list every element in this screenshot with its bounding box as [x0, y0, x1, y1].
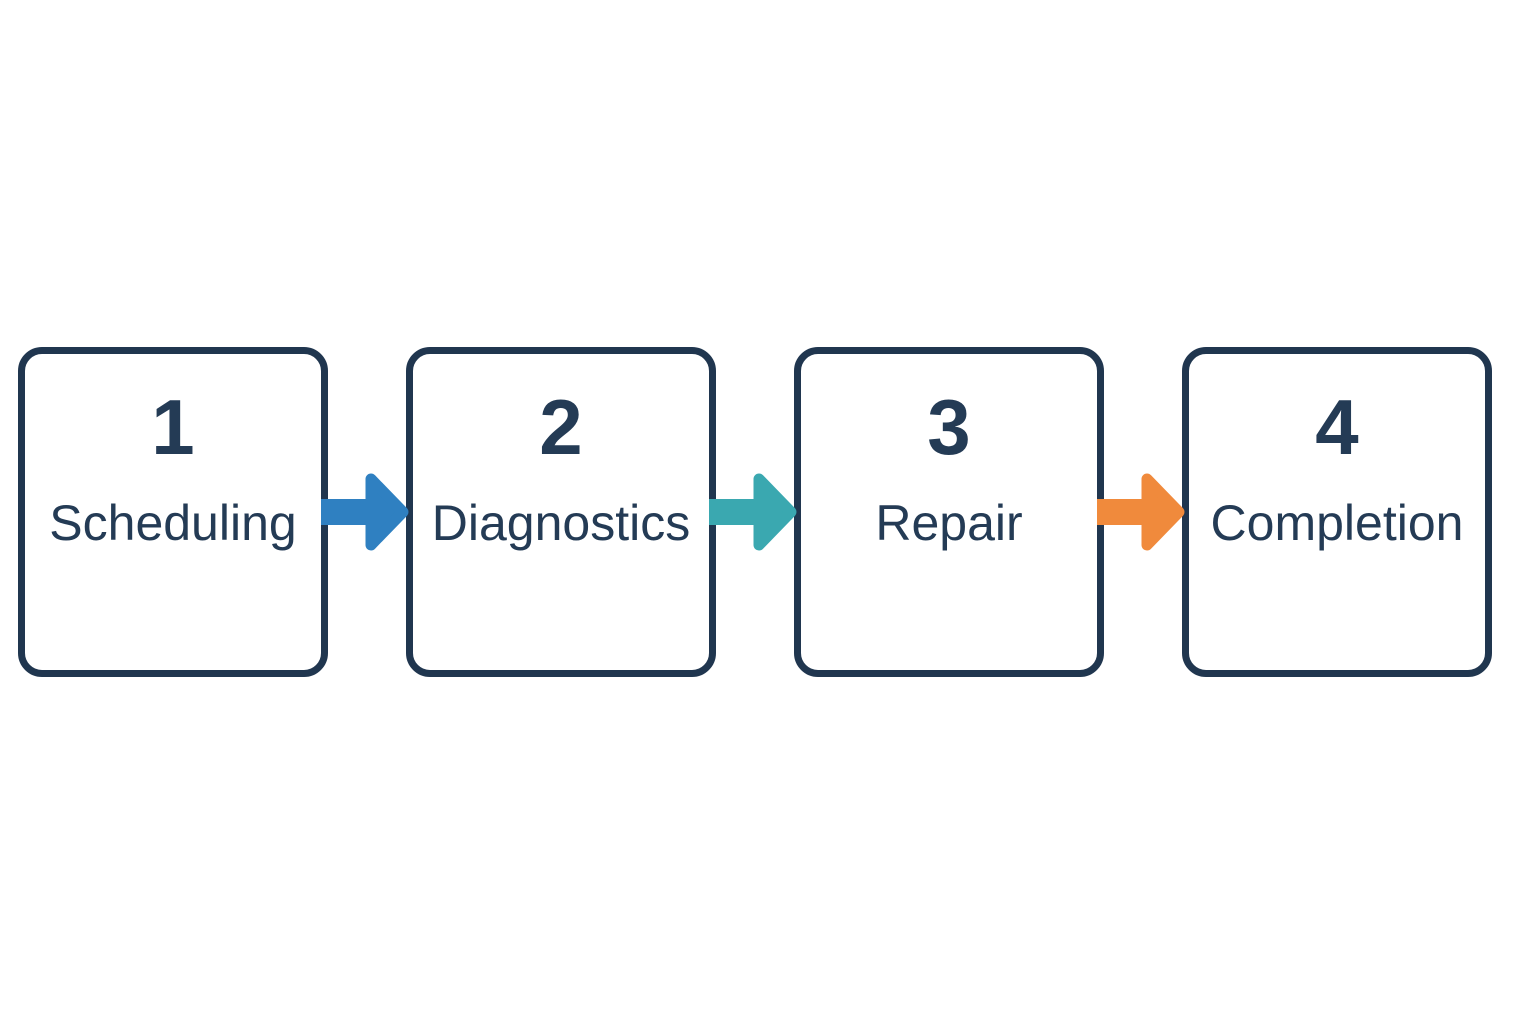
step-number: 1 [151, 383, 195, 471]
step-number: 3 [927, 383, 971, 471]
step-box-diagnostics: 2 Diagnostics [406, 347, 716, 677]
step-box-scheduling: 1 Scheduling [18, 347, 328, 677]
step-box-repair: 3 Repair [794, 347, 1104, 677]
arrow-diagnostics-to-repair [709, 347, 797, 677]
right-arrow-icon [709, 473, 797, 551]
flow-row: 1 Scheduling 2 Diagnostics 3 Repair [18, 347, 1492, 677]
step-label: Diagnostics [431, 495, 691, 551]
step-number: 4 [1315, 383, 1359, 471]
step-number: 2 [539, 383, 583, 471]
arrow-repair-to-completion [1097, 347, 1185, 677]
step-label: Scheduling [49, 495, 297, 551]
step-label: Repair [875, 495, 1023, 551]
right-arrow-icon [321, 473, 409, 551]
step-box-completion: 4 Completion [1182, 347, 1492, 677]
arrow-scheduling-to-diagnostics [321, 347, 409, 677]
right-arrow-icon [1097, 473, 1185, 551]
step-label: Completion [1210, 495, 1464, 551]
